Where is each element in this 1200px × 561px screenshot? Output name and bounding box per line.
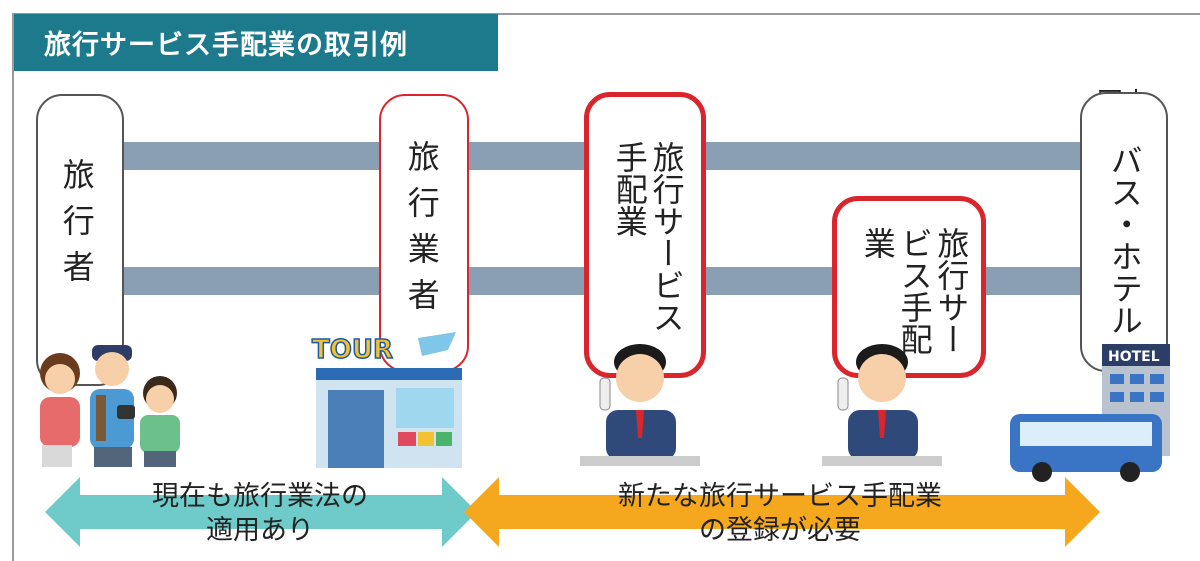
tour-sign-text: TOUR xyxy=(312,335,393,365)
arrow-current-law xyxy=(45,477,477,547)
hotel-sign-text: HOTEL xyxy=(1108,349,1160,365)
travel-agency-box: 旅行業者 xyxy=(379,94,469,372)
arranger-2-label: 旅行サービス手配業 xyxy=(858,227,971,355)
arrow-left-text-line1: 現在も旅行業法の xyxy=(152,481,368,512)
arranger-1-label: 旅行サービス手配業 xyxy=(610,141,686,333)
supplier-box: バス・ホテル xyxy=(1080,92,1168,372)
title-bar: 旅行サービス手配業の取引例 xyxy=(14,14,498,71)
hotel-bus-illustration: HOTEL xyxy=(1010,344,1170,482)
travel-agency-label: 旅行業者 xyxy=(402,140,441,324)
frame-left-border xyxy=(12,13,14,561)
supplier-label: バス・ホテル xyxy=(1105,144,1144,336)
arrow-right-text-line1: 新たな旅行サービス手配業 xyxy=(618,481,942,512)
travelers-illustration xyxy=(40,345,180,467)
operator-illustration-2 xyxy=(822,344,942,466)
frame-top-border xyxy=(14,13,1200,15)
arrow-left-text-line2: 適用あり xyxy=(206,514,314,546)
arranger-box-1: 旅行サービス手配業 xyxy=(584,92,706,378)
arranger-box-2: 旅行サービス手配業 xyxy=(832,196,986,378)
arrow-right-text-line2: の登録が必要 xyxy=(699,514,861,546)
traveler-label: 旅行者 xyxy=(57,158,96,296)
arrow-left-text: 現在も旅行業法の 適用あり xyxy=(100,480,420,548)
tour-shop-illustration: TOUR xyxy=(311,332,462,468)
traveler-box: 旅行者 xyxy=(36,94,124,386)
arrow-new-registration xyxy=(464,477,1100,547)
page-title: 旅行サービス手配業の取引例 xyxy=(44,30,408,61)
operator-illustration-1 xyxy=(580,344,700,466)
arrow-right-text: 新たな旅行サービス手配業 の登録が必要 xyxy=(560,480,1000,548)
